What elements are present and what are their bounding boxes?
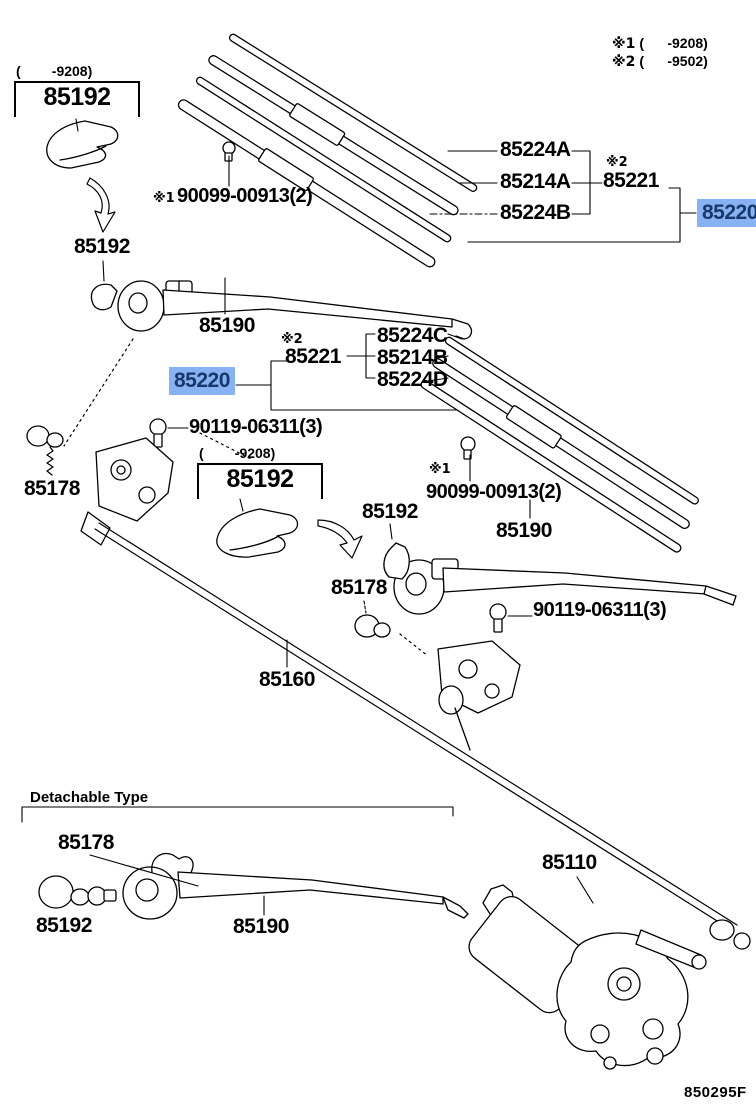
part-number-85178-left[interactable]: 85178 xyxy=(24,477,80,500)
part-number-85220-highlighted-top[interactable]: 85220 xyxy=(697,199,756,227)
part-number-90099-top[interactable]: 90099-00913(2) xyxy=(177,185,313,207)
range-value: ( -9208) xyxy=(639,35,708,51)
part-number-90119-left[interactable]: 90119-06311(3) xyxy=(189,416,323,438)
part-number-85190-arm2[interactable]: 85190 xyxy=(496,519,552,542)
part-number-85224C[interactable]: 85224C xyxy=(377,324,448,347)
note-range-1: ※1 ( -9208) xyxy=(612,36,708,51)
detachable-arm xyxy=(122,852,469,920)
direction-arrows xyxy=(86,177,363,559)
reference-mark-2: ※2 xyxy=(612,54,636,70)
part-number-90099-mid[interactable]: 90099-00913(2) xyxy=(426,481,562,503)
production-range: ( -9208) xyxy=(16,63,93,79)
production-range: ( -9208) xyxy=(199,445,276,461)
wiper-blade-assembly-mid xyxy=(420,336,699,553)
range-bracket: 85192 xyxy=(14,81,140,117)
part-number-85221-top[interactable]: 85221 xyxy=(603,169,659,192)
part-number-85192-arm1-cap[interactable]: 85192 xyxy=(74,235,130,258)
note-range-2: ※2 ( -9502) xyxy=(612,54,708,69)
part-number-85190-arm1[interactable]: 85190 xyxy=(199,314,255,337)
detachable-type-title: Detachable Type xyxy=(30,789,149,806)
wiper-blade-assemblies-top xyxy=(177,33,478,268)
wiper-linkage xyxy=(80,437,751,950)
wiper-motor xyxy=(468,884,707,1070)
part-number-85192-arm2-cap[interactable]: 85192 xyxy=(362,500,418,523)
range-value: ( -9502) xyxy=(639,53,708,69)
part-number-85192-center[interactable]: 85192 xyxy=(226,465,294,493)
part-number-85192-top[interactable]: 85192 xyxy=(43,83,111,111)
arm-head-caps xyxy=(26,120,410,909)
range-bracket: 85192 xyxy=(197,463,323,499)
part-number-85110[interactable]: 85110 xyxy=(542,851,597,874)
wiper-arm-1 xyxy=(117,280,473,340)
bolt-icons xyxy=(149,141,507,633)
part-number-85224D[interactable]: 85224D xyxy=(377,368,448,391)
part-number-85160[interactable]: 85160 xyxy=(259,668,315,691)
part-number-85190-detachable[interactable]: 85190 xyxy=(233,915,289,938)
dotted-lines xyxy=(63,338,429,657)
reference-mark-1: ※1 xyxy=(612,36,636,52)
diagram-code: 850295F xyxy=(684,1084,747,1101)
reference-mark-2: ※2 xyxy=(281,332,303,347)
reference-mark-1: ※1 xyxy=(429,462,451,477)
reference-mark-2: ※2 xyxy=(606,155,628,170)
range-group-85192-top: ( -9208) 85192 xyxy=(14,64,140,117)
part-number-85214B[interactable]: 85214B xyxy=(377,346,448,369)
reference-mark-1: ※1 xyxy=(153,191,175,206)
part-number-85214A[interactable]: 85214A xyxy=(500,170,571,193)
part-number-90119-mid[interactable]: 90119-06311(3) xyxy=(533,599,667,621)
part-number-85178-mid[interactable]: 85178 xyxy=(331,576,387,599)
part-number-85178-detachable[interactable]: 85178 xyxy=(58,831,114,854)
part-number-85224B[interactable]: 85224B xyxy=(500,201,571,224)
part-number-85192-detachable[interactable]: 85192 xyxy=(36,914,92,937)
part-number-85224A[interactable]: 85224A xyxy=(500,138,571,161)
part-number-85221-mid[interactable]: 85221 xyxy=(285,345,341,368)
leader-lines xyxy=(21,118,697,916)
range-group-85192-center: ( -9208) 85192 xyxy=(197,446,323,499)
part-number-85220-highlighted-mid[interactable]: 85220 xyxy=(169,367,235,395)
